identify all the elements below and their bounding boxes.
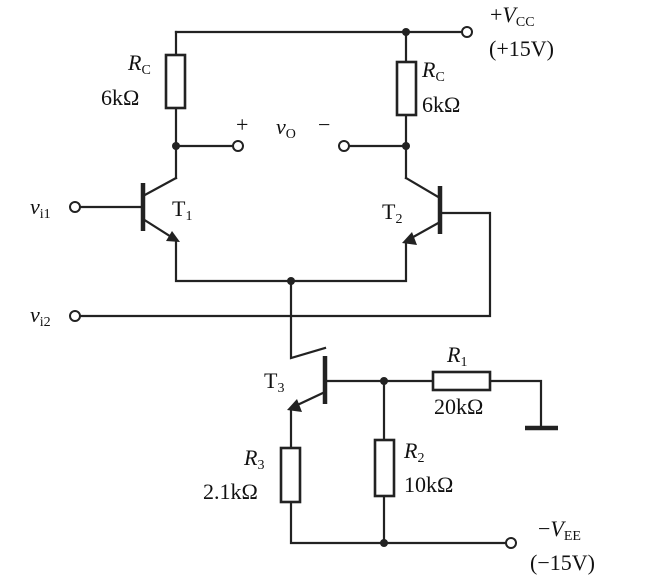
vcc-value: (+15V) bbox=[489, 36, 554, 61]
rc-right-value: 6kΩ bbox=[422, 92, 460, 117]
vi1-label: vi1 bbox=[30, 194, 51, 222]
resistor-r3 bbox=[279, 446, 302, 504]
t2-label: T2 bbox=[382, 199, 402, 227]
tail-wire bbox=[289, 279, 327, 360]
resistor-rc-right bbox=[395, 60, 418, 117]
t1-emitter-arrow bbox=[166, 231, 180, 242]
r2-label: R2 bbox=[403, 438, 424, 466]
r1-label: R1 bbox=[446, 342, 467, 370]
vcc-label: +VCC bbox=[490, 2, 535, 30]
t2-emitter bbox=[289, 220, 442, 283]
resistor-rc-left bbox=[164, 53, 187, 110]
r3-bottom-wire bbox=[289, 500, 508, 545]
junction-dot-vcc bbox=[402, 28, 410, 36]
junction-dot-c1 bbox=[172, 142, 180, 150]
t1-emitter bbox=[141, 217, 293, 283]
t2-emitter-arrow bbox=[402, 232, 417, 245]
rc-left-label: RC bbox=[127, 50, 151, 78]
junction-dot-t3-base bbox=[380, 377, 388, 385]
rc-right-label: RC bbox=[421, 57, 445, 85]
rc-left-value: 6kΩ bbox=[101, 85, 139, 110]
vee-label: −VEE bbox=[538, 516, 581, 544]
junction-dot-emitters bbox=[287, 277, 295, 285]
junction-dot-vee bbox=[380, 539, 388, 547]
vee-value: (−15V) bbox=[530, 550, 595, 575]
resistor-r1 bbox=[431, 370, 492, 392]
r1-value: 20kΩ bbox=[434, 394, 483, 419]
terminal-vo-plus bbox=[232, 140, 244, 152]
t3-emitter-arrow bbox=[287, 399, 302, 412]
vi2-label: vi2 bbox=[30, 302, 51, 330]
r3-label: R3 bbox=[243, 445, 264, 473]
vo-plus-sign: + bbox=[236, 112, 248, 137]
t3-label: T3 bbox=[264, 368, 284, 396]
r3-value: 2.1kΩ bbox=[203, 479, 258, 504]
terminal-vi1 bbox=[69, 201, 81, 213]
junction-dot-c2 bbox=[402, 142, 410, 150]
r2-value: 10kΩ bbox=[404, 472, 453, 497]
t1-label: T1 bbox=[172, 196, 192, 224]
vo-label: vO bbox=[276, 114, 296, 142]
terminal-vi2 bbox=[69, 310, 81, 322]
r1-right-wire bbox=[488, 379, 543, 429]
t2-collector bbox=[404, 176, 442, 200]
terminal-vcc bbox=[461, 26, 473, 38]
t2-base-wire bbox=[78, 211, 492, 318]
terminal-vo-minus bbox=[338, 140, 350, 152]
resistor-r2 bbox=[373, 438, 396, 498]
vo-minus-sign: − bbox=[318, 112, 330, 137]
terminal-vee bbox=[505, 537, 517, 549]
t1-collector bbox=[141, 176, 178, 198]
